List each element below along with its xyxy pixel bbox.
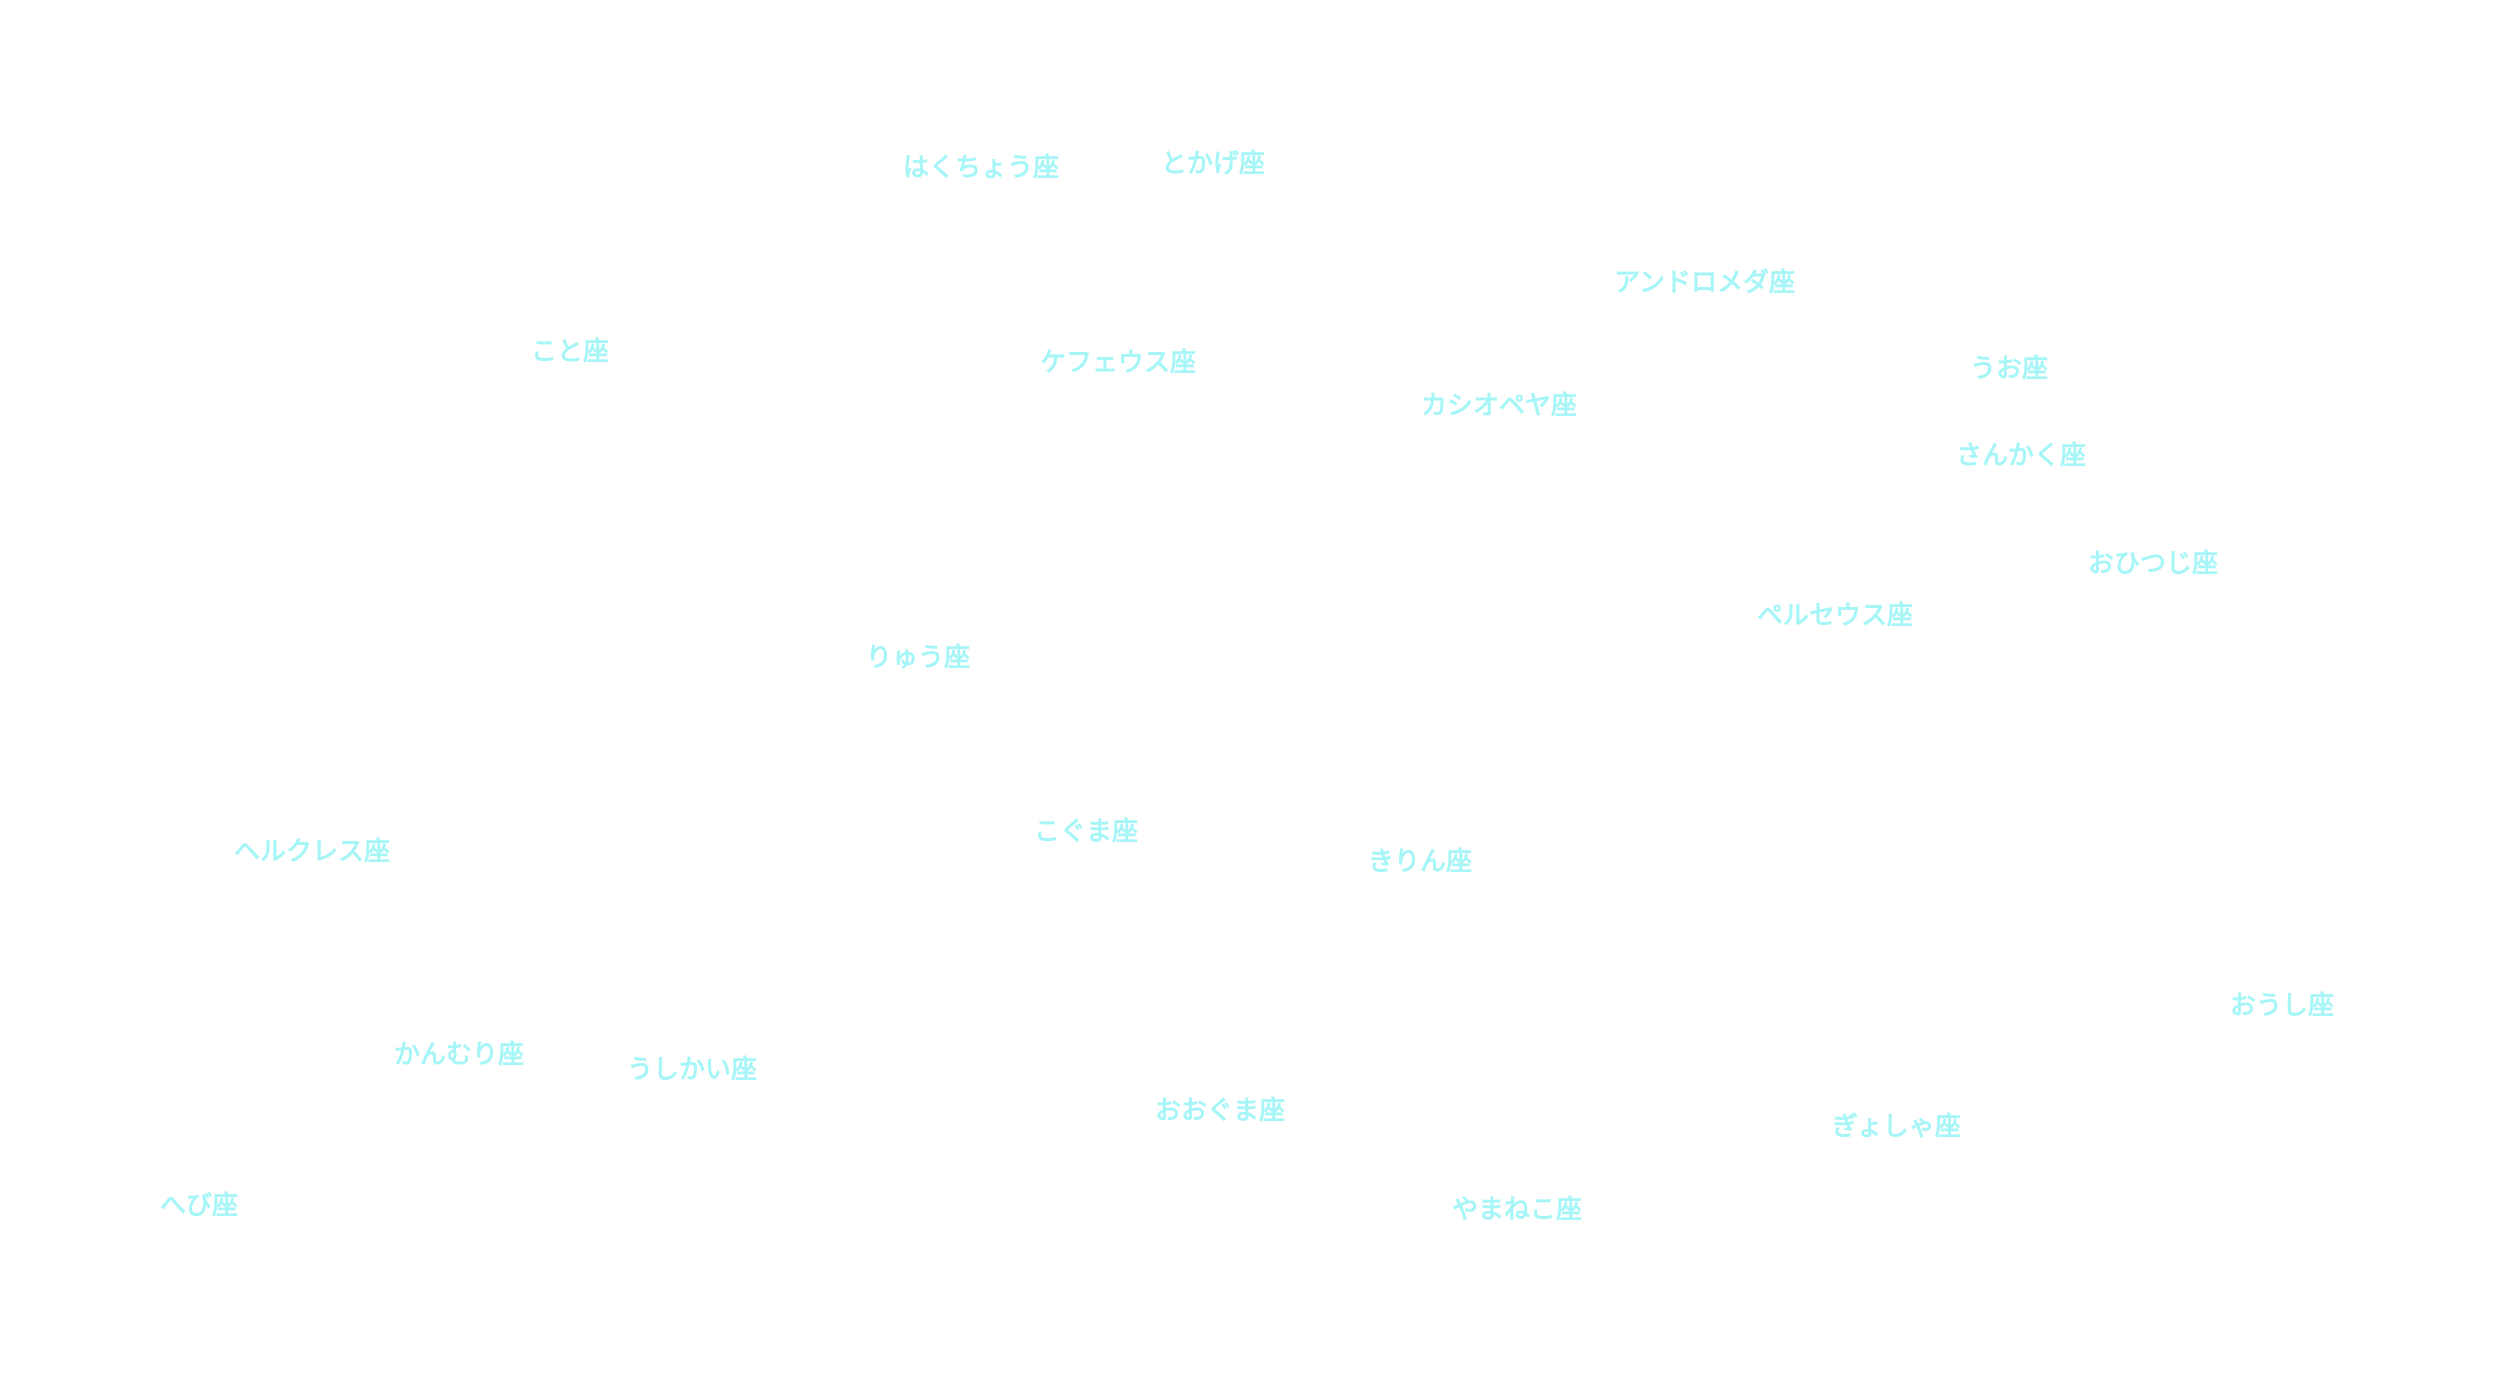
constellation-label-auriga[interactable]: ぎょしゃ座 [1832,1112,1961,1142]
constellation-label-andromeda[interactable]: アンドロメダ座 [1614,268,1795,298]
constellation-label-taurus[interactable]: おうし座 [2230,991,2335,1021]
constellation-label-triangulum[interactable]: さんかく座 [1956,441,2087,471]
constellation-label-aries[interactable]: おひつじ座 [2088,549,2219,579]
constellation-label-cassiopeia[interactable]: カシオペヤ座 [1421,391,1578,421]
constellation-label-cepheus[interactable]: ケフェウス座 [1040,348,1197,378]
constellation-label-camelopardalis[interactable]: きりん座 [1368,847,1473,877]
constellation-label-serpens[interactable]: へび座 [160,1191,239,1221]
constellation-label-pisces[interactable]: うお座 [1970,354,2049,384]
constellation-label-lynx[interactable]: やまねこ座 [1452,1195,1583,1225]
constellation-label-lacerta[interactable]: とかげ座 [1161,149,1266,179]
constellation-label-corona-borealis[interactable]: かんむり座 [394,1040,525,1070]
constellation-label-ursa-major[interactable]: おおぐま座 [1155,1096,1286,1126]
constellation-label-perseus[interactable]: ペルセウス座 [1757,601,1914,631]
constellation-label-ursa-minor[interactable]: こぐま座 [1034,817,1139,847]
constellation-label-draco[interactable]: りゅう座 [866,643,971,673]
constellation-label-lyra[interactable]: こと座 [531,337,610,367]
constellation-label-hercules[interactable]: ヘルクレス座 [234,837,391,867]
constellation-label-cygnus[interactable]: はくちょう座 [903,153,1060,183]
constellation-label-bootes[interactable]: うしかい座 [627,1055,758,1085]
